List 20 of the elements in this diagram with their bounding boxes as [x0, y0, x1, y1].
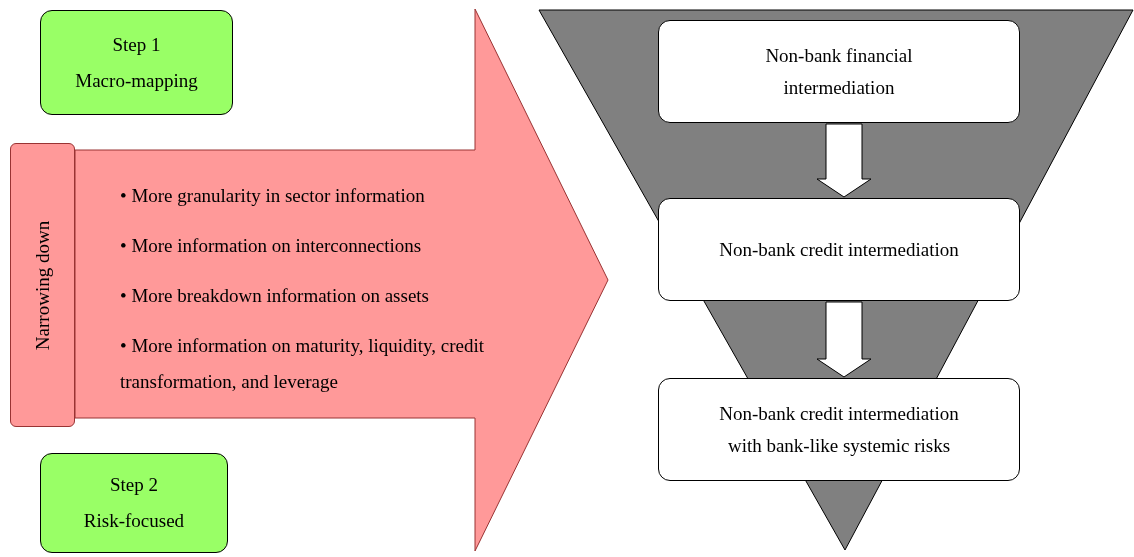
vertical-tab — [10, 143, 75, 427]
box-label: Non-bank financial intermediation — [764, 43, 914, 100]
step-label: Step 1 — [112, 32, 161, 57]
step-box — [40, 10, 233, 115]
bullet-text: • More information on maturity, liquidity, credit transformation, and leverage — [120, 334, 486, 394]
step-label: Step 2 — [110, 473, 158, 497]
bullet-text: • More information on interconnections — [120, 234, 423, 258]
step-label: Macro-mapping — [75, 68, 198, 93]
process-box — [658, 378, 1020, 481]
block-arrow — [816, 123, 872, 198]
process-box — [658, 20, 1020, 123]
block-arrow — [816, 301, 872, 378]
bullet-text: • More granularity in sector information — [120, 184, 426, 208]
box-label: Non-bank credit intermediation — [719, 237, 959, 262]
box-label: Non-bank credit intermediation with bank-like systemic risks — [718, 401, 960, 458]
step-box — [40, 453, 228, 553]
bullet-text: • More breakdown information on assets — [120, 284, 430, 308]
tab-label: Narrowing down — [33, 220, 52, 350]
process-box — [658, 198, 1020, 301]
step-label: Risk-focused — [83, 509, 185, 533]
